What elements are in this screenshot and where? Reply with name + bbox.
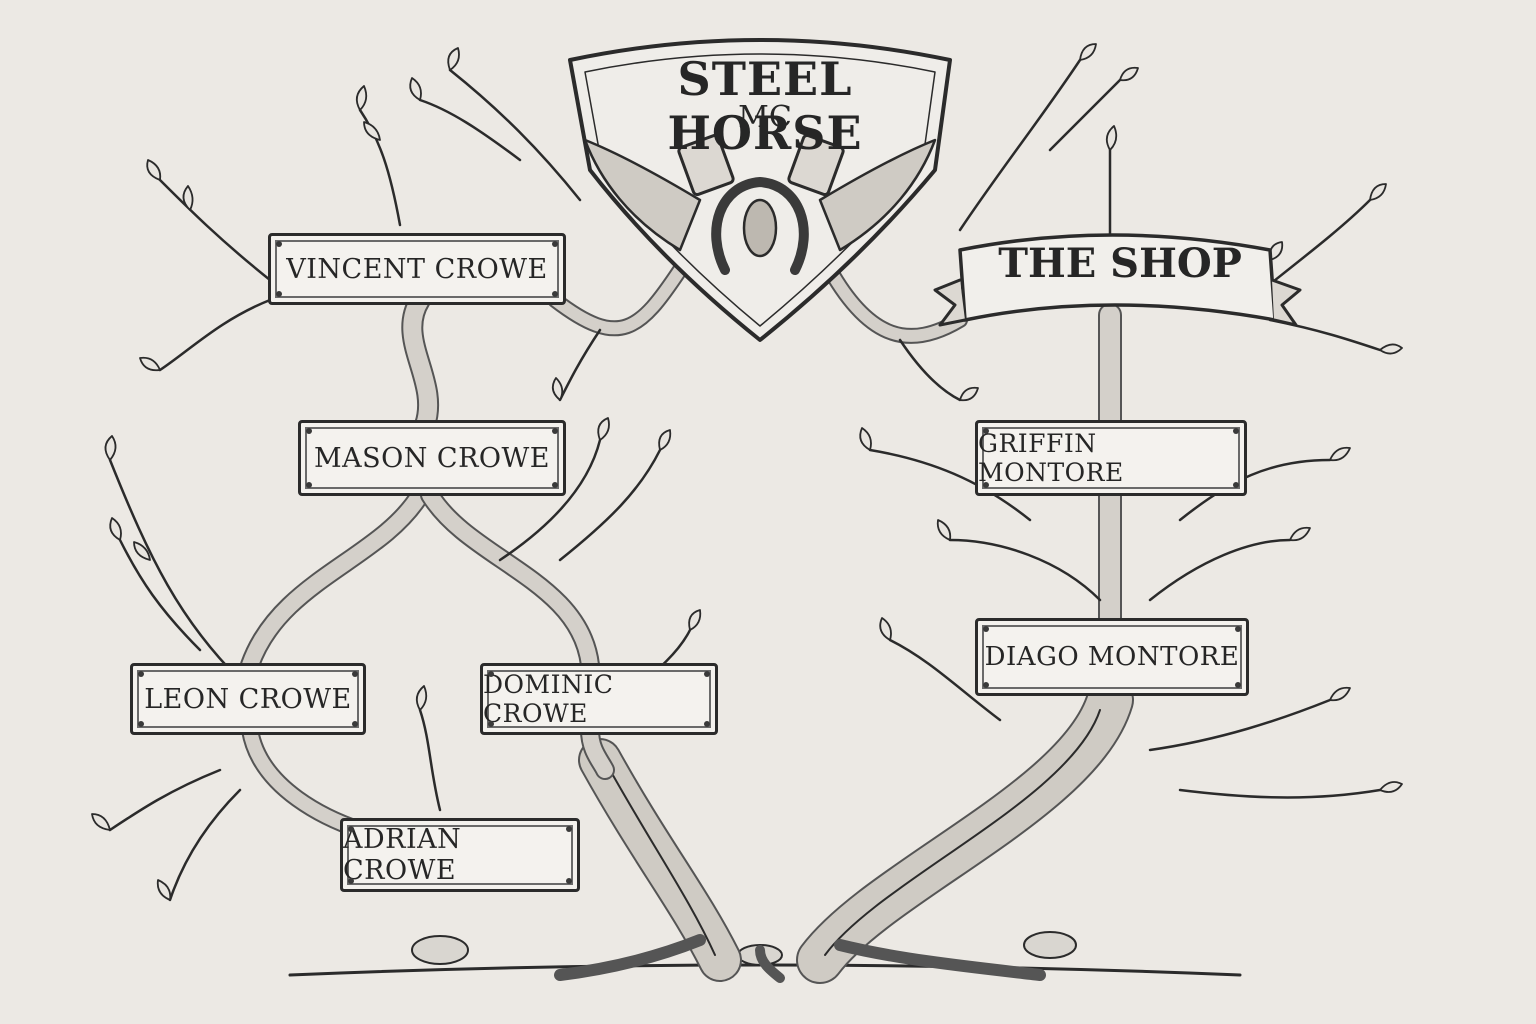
rivet (1233, 428, 1239, 434)
plaque-leon-crowe: LEON CROWE (130, 663, 366, 735)
horseshoe-icon (711, 177, 809, 275)
rivet (138, 671, 144, 677)
rivet (983, 682, 989, 688)
member-name: ADRIAN CROWE (343, 824, 462, 886)
rivet (566, 826, 572, 832)
rivet (704, 671, 710, 677)
rivet (276, 291, 282, 297)
rivet (552, 241, 558, 247)
member-name: DIAGO MONTORE (984, 642, 1240, 672)
plaque-adrian-crowe: ADRIAN CROWE (340, 818, 580, 892)
plaque-diago-montore: DIAGO MONTORE (975, 618, 1249, 696)
rivet (348, 878, 354, 884)
member-name: DOMINIC CROWE (483, 670, 614, 728)
rock (1023, 931, 1077, 959)
rivet (488, 671, 494, 677)
member-name: LEON CROWE (144, 683, 352, 715)
member-name: MASON CROWE (313, 442, 551, 474)
plaque-vincent-crowe: VINCENT CROWE (268, 233, 566, 305)
rivet (983, 626, 989, 632)
rivet (138, 721, 144, 727)
horse-head-icon (742, 198, 778, 258)
rivet (1235, 626, 1241, 632)
rivet (306, 482, 312, 488)
plaque-griffin-montore: GRIFFIN MONTORE (975, 420, 1247, 496)
shop-banner-label: THE SHOP (998, 240, 1242, 287)
rivet (352, 671, 358, 677)
rivet (276, 241, 282, 247)
emblem-shield (568, 38, 952, 342)
rivet (306, 428, 312, 434)
rivet (552, 482, 558, 488)
rock (411, 935, 469, 965)
rivet (1233, 482, 1239, 488)
rivet (983, 428, 989, 434)
club-subtitle: MC (738, 100, 792, 135)
emblem-pistons (677, 133, 845, 197)
member-name: VINCENT CROWE (286, 253, 548, 285)
rivet (566, 878, 572, 884)
club-name: STEEL HORSE (667, 52, 863, 160)
rivet (704, 721, 710, 727)
emblem-wings (583, 138, 937, 252)
rivet (983, 482, 989, 488)
rivet (352, 721, 358, 727)
rivet (552, 428, 558, 434)
rivet (552, 291, 558, 297)
rivet (348, 826, 354, 832)
member-name: GRIFFIN MONTORE (978, 429, 1124, 487)
plaque-mason-crowe: MASON CROWE (298, 420, 566, 496)
rivet (488, 721, 494, 727)
plaque-dominic-crowe: DOMINIC CROWE (480, 663, 718, 735)
rivet (1235, 682, 1241, 688)
leaves (91, 43, 1403, 901)
